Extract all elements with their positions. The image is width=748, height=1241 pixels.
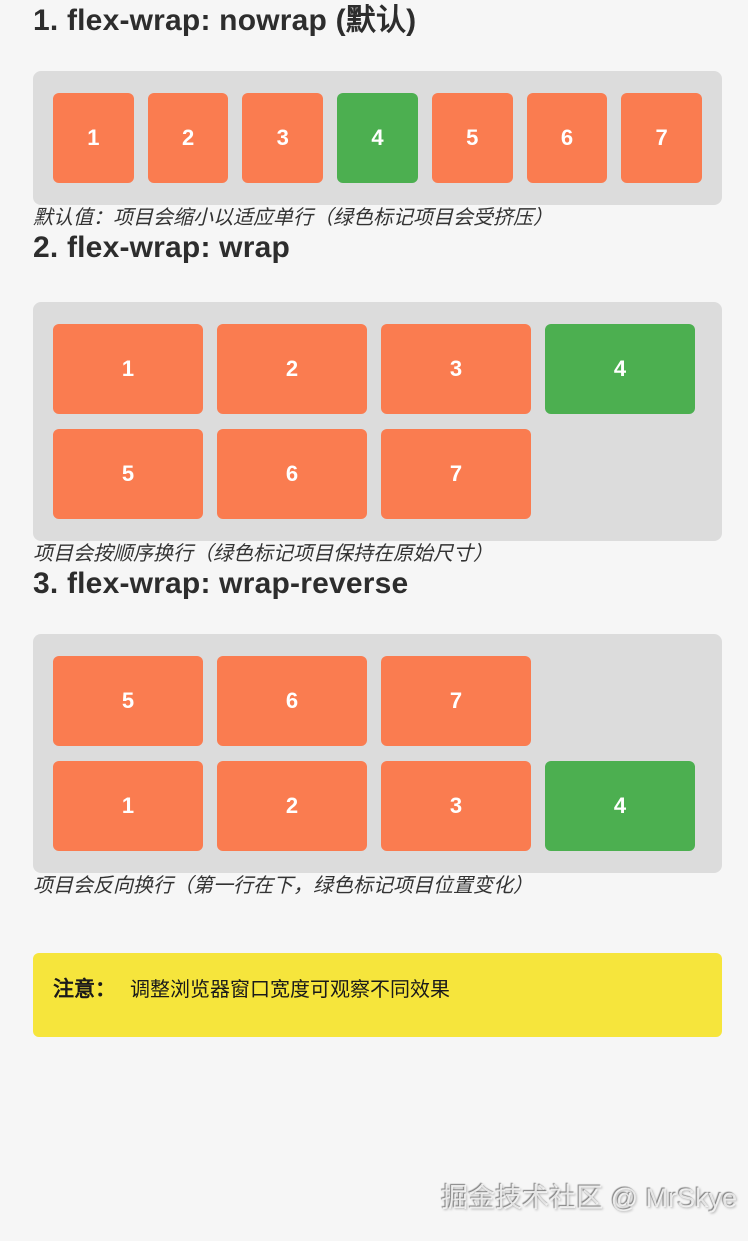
flex-item-4: 4 — [545, 761, 695, 851]
section-caption: 项目会按顺序换行（绿色标记项目保持在原始尺寸） — [33, 543, 493, 565]
section-caption: 默认值：项目会缩小以适应单行（绿色标记项目会受挤压） — [33, 207, 553, 229]
flex-item-6: 6 — [526, 93, 608, 183]
section-caption: 项目会反向换行（第一行在下，绿色标记项目位置变化） — [33, 875, 533, 897]
flex-item-5: 5 — [53, 656, 203, 746]
flex-item-6: 6 — [217, 429, 367, 519]
flex-item-2: 2 — [217, 761, 367, 851]
flex-item-7: 7 — [621, 93, 703, 183]
flex-item-3: 3 — [242, 93, 324, 183]
flex-item-1: 1 — [53, 324, 203, 414]
flex-item-5: 5 — [53, 429, 203, 519]
flex-item-5: 5 — [431, 93, 513, 183]
flex-item-2: 2 — [147, 93, 229, 183]
flex-item-1: 1 — [53, 761, 203, 851]
flex-item-4: 4 — [545, 324, 695, 414]
note-text: 调整浏览器窗口宽度可观察不同效果 — [130, 979, 450, 1001]
flex-item-1: 1 — [53, 93, 134, 183]
section-title: 2. flex-wrap: wrap — [33, 231, 291, 264]
flex-item-4: 4 — [337, 93, 418, 183]
section-title: 3. flex-wrap: wrap-reverse — [33, 567, 409, 600]
note-label: 注意： — [53, 978, 116, 1001]
flex-item-3: 3 — [381, 324, 531, 414]
flex-item-7: 7 — [381, 429, 531, 519]
flex-item-6: 6 — [217, 656, 367, 746]
section-title: 1. flex-wrap: nowrap (默认) — [33, 4, 417, 37]
watermark: 掘金技术社区 @ MrSkye — [441, 1183, 737, 1213]
flex-item-3: 3 — [381, 761, 531, 851]
flex-item-7: 7 — [381, 656, 531, 746]
flex-item-2: 2 — [217, 324, 367, 414]
note-box: 注意： 调整浏览器窗口宽度可观察不同效果 — [33, 953, 722, 1037]
